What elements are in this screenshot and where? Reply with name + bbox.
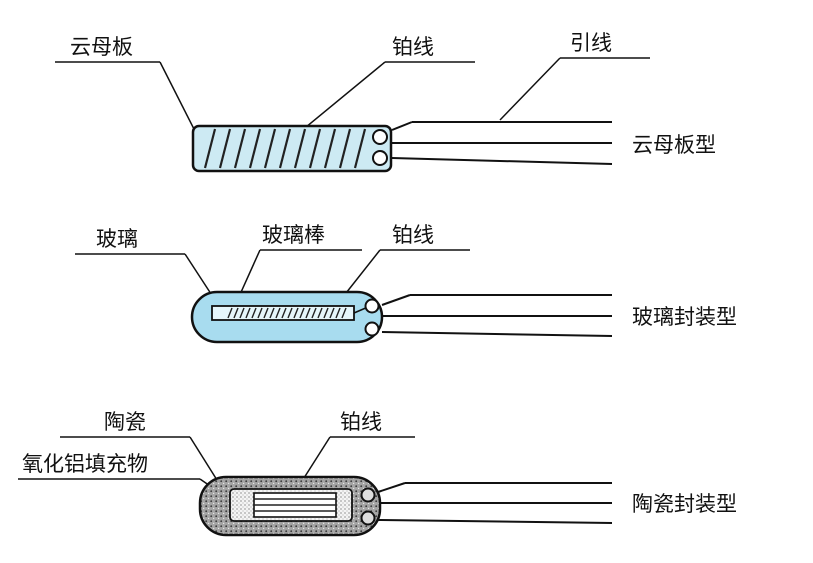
lead-wire-label: 引线 xyxy=(570,31,612,55)
terminal-top-3 xyxy=(360,487,376,503)
terminal-bottom-3 xyxy=(360,510,376,526)
lead-wire-bottom-2 xyxy=(381,331,613,337)
platinum-wire-leader-1 xyxy=(299,61,386,133)
glass-encapsulated-type-label: 玻璃封装型 xyxy=(632,305,737,329)
glass-encapsulated-type-section: 玻璃 玻璃棒 铂线 玻璃封装型 xyxy=(75,223,737,344)
alumina-filler-label: 氧化铝填充物 xyxy=(22,452,148,476)
mica-plate-type-label: 云母板型 xyxy=(632,133,716,157)
lead-wire-bottom-1 xyxy=(391,157,613,165)
glass-label: 玻璃 xyxy=(96,227,138,251)
lead-wire-top-2a xyxy=(381,294,411,306)
lead-wire-top-1 xyxy=(391,121,413,131)
glass-rod-label: 玻璃棒 xyxy=(262,223,325,247)
mica-plate-body xyxy=(191,124,393,173)
platinum-coil-2 xyxy=(227,307,347,319)
ceramic-encapsulated-type-section: 陶瓷 氧化铝填充物 铂线 陶瓷封装型 xyxy=(18,410,737,537)
ceramic-encapsulated-type-label: 陶瓷封装型 xyxy=(632,492,737,516)
platinum-coil xyxy=(203,128,367,169)
platinum-wire-label-3: 铂线 xyxy=(340,410,382,434)
lead-wire-top-3a xyxy=(377,482,406,493)
mica-plate-type-section: 云母板 铂线 引线 云母板型 xyxy=(55,31,716,173)
lead-wire-bottom-3 xyxy=(377,519,613,524)
platinum-wire-label-2: 铂线 xyxy=(392,223,434,247)
ceramic-label: 陶瓷 xyxy=(104,410,146,434)
platinum-wire-label-1: 铂线 xyxy=(392,35,434,59)
mica-plate-label: 云母板 xyxy=(70,35,133,59)
terminal-bottom-2 xyxy=(364,321,380,337)
mica-plate-leader xyxy=(159,61,198,136)
platinum-coil-3-lines xyxy=(254,498,336,512)
terminal-bottom-1 xyxy=(372,150,388,166)
lead-wire-leader xyxy=(499,57,561,121)
terminal-top-1 xyxy=(372,129,388,145)
terminal-top-2 xyxy=(364,298,380,314)
